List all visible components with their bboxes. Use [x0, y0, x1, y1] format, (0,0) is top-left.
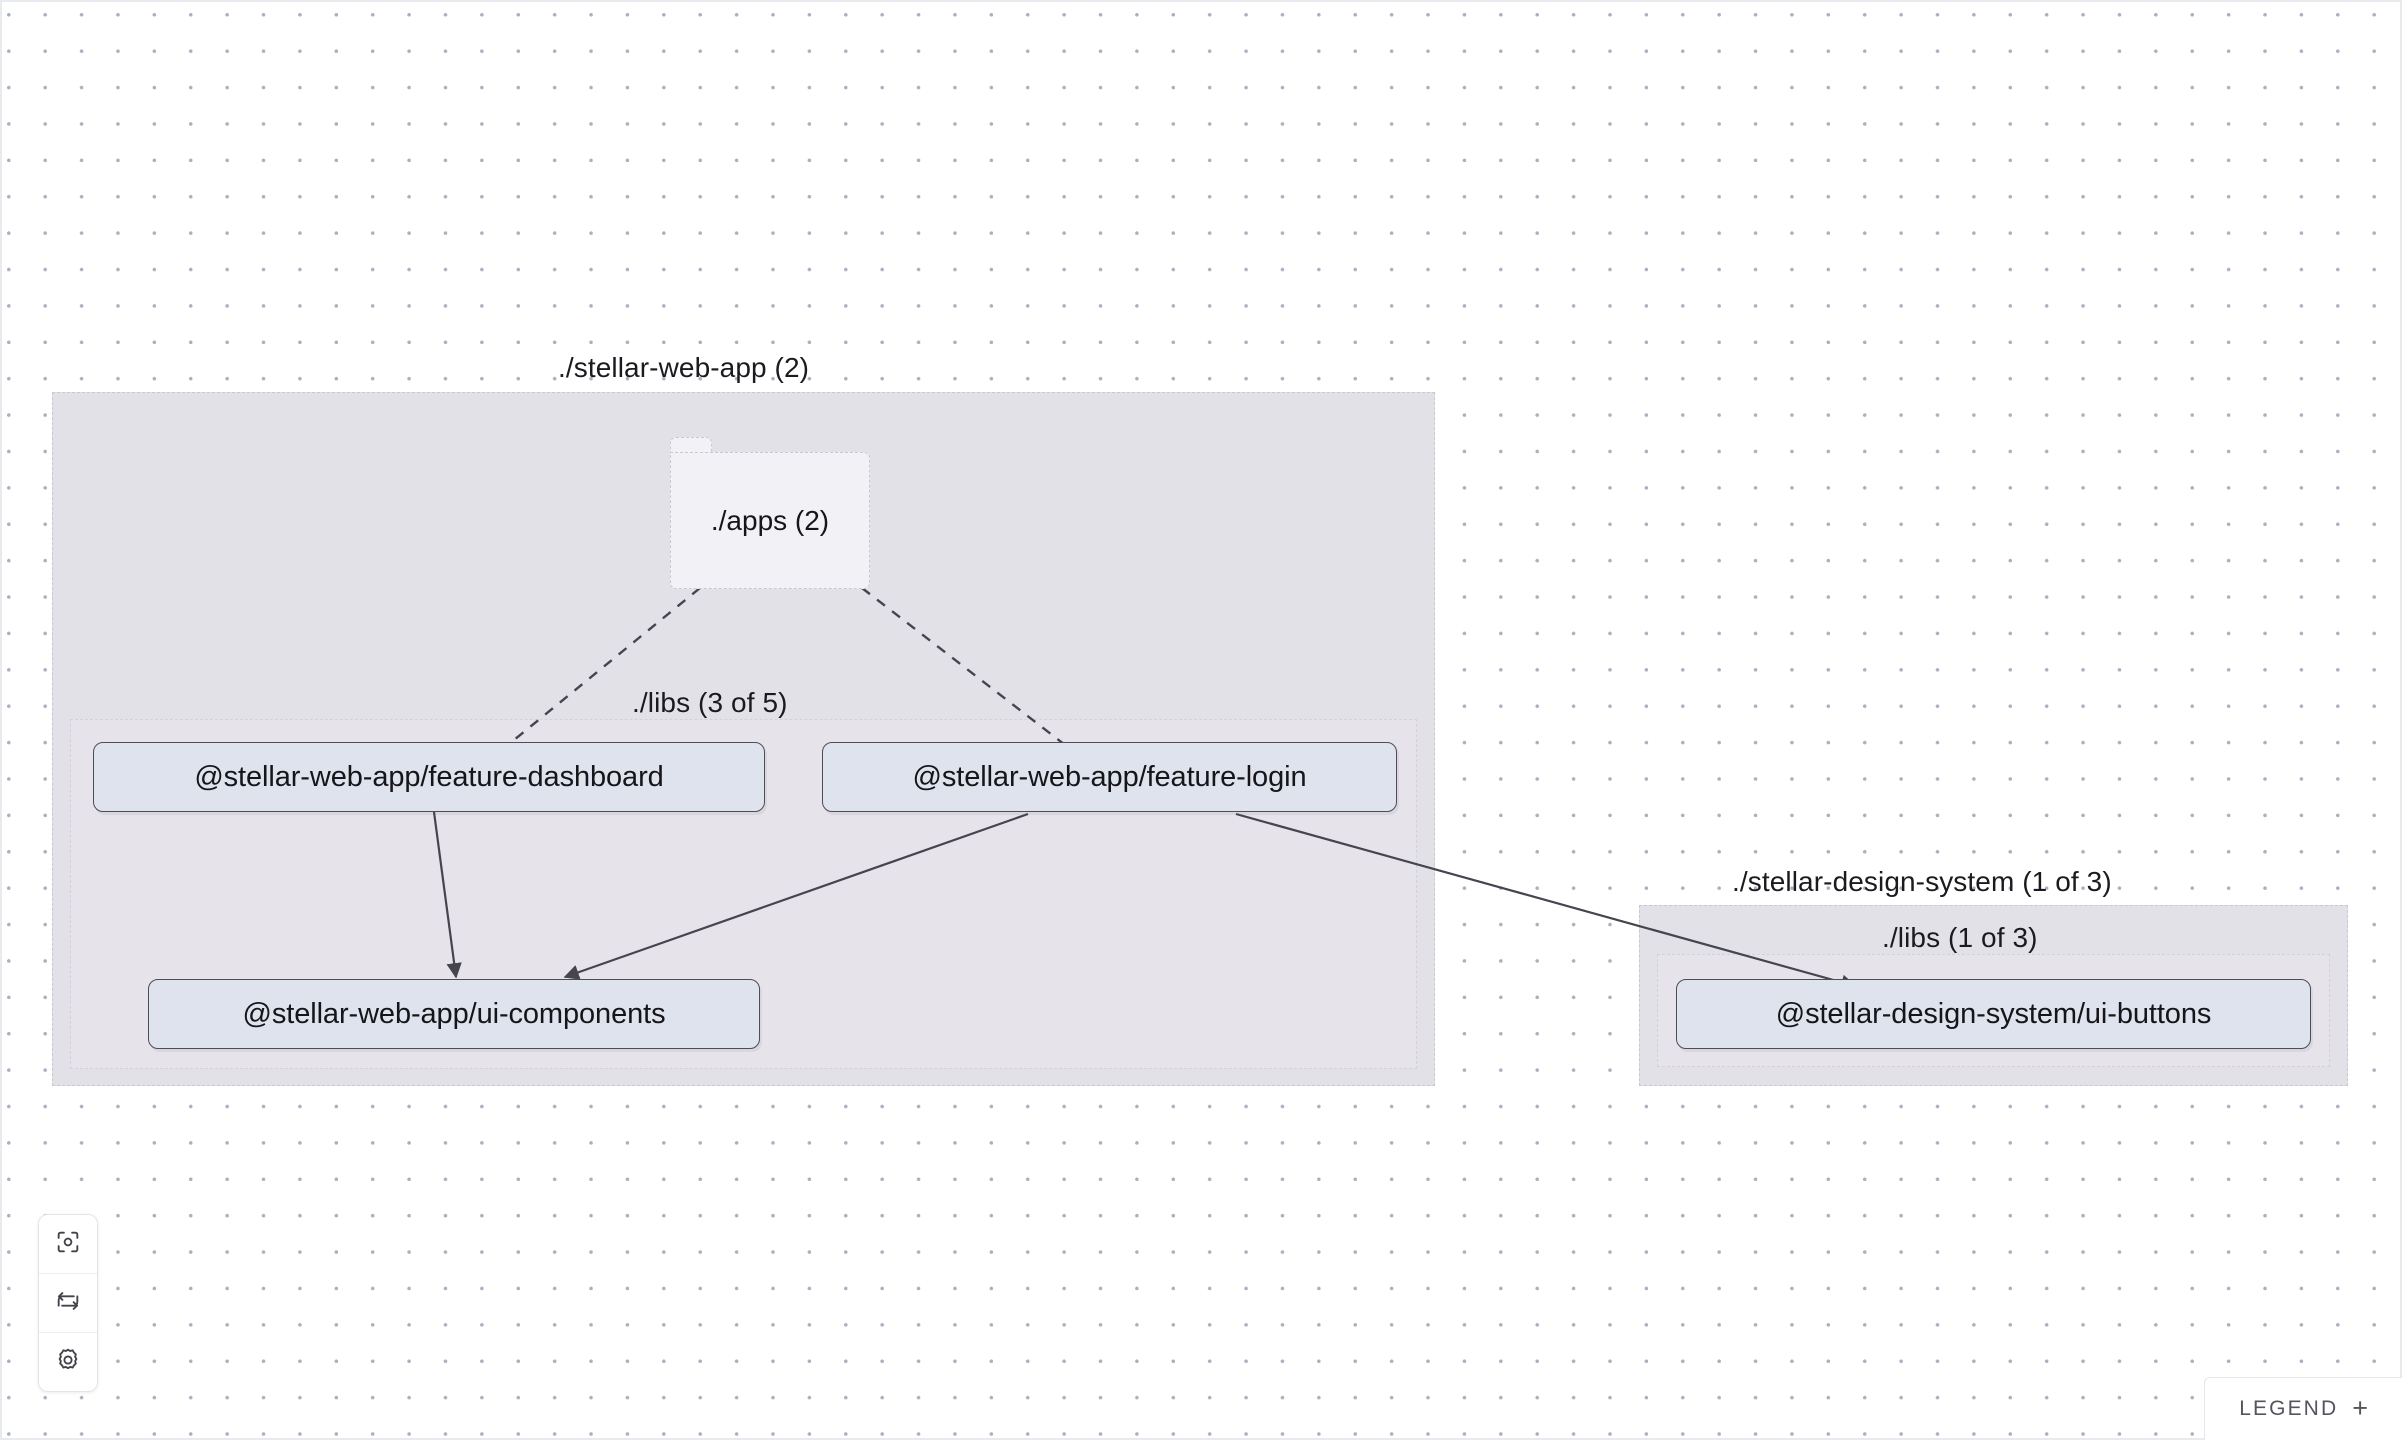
frame-border-top [0, 0, 2402, 2]
group-label-stellar-web-app: ./stellar-web-app (2) [558, 352, 810, 383]
group-label-stellar-design-system: ./stellar-design-system (1 of 3) [1732, 866, 2112, 897]
node-ui-buttons[interactable]: @stellar-design-system/ui-buttons [1676, 979, 2311, 1049]
graph-settings-button[interactable] [39, 1333, 97, 1391]
focus-target-icon [54, 1228, 82, 1261]
group-label-stellar-web-app-libs: ./libs (3 of 5) [632, 687, 788, 718]
node-feature-login[interactable]: @stellar-web-app/feature-login [822, 742, 1397, 812]
plus-icon: + [2352, 1392, 2368, 1423]
node-label: @stellar-web-app/feature-login [912, 760, 1307, 793]
folder-body: ./apps (2) [670, 452, 870, 589]
canvas-toolbar[interactable] [38, 1214, 98, 1392]
folder-node-apps[interactable]: ./apps (2) [670, 437, 870, 589]
frame-border-left [0, 0, 2, 1440]
folder-tab-icon [670, 437, 712, 453]
gear-icon [54, 1346, 82, 1379]
node-label: @stellar-web-app/ui-components [242, 997, 666, 1030]
refresh-graph-button[interactable] [39, 1274, 97, 1333]
folder-node-label: ./apps (2) [710, 504, 830, 536]
node-feature-dashboard[interactable]: @stellar-web-app/feature-dashboard [93, 742, 765, 812]
legend-label: LEGEND [2239, 1397, 2339, 1420]
node-ui-components[interactable]: @stellar-web-app/ui-components [148, 979, 760, 1049]
focus-graph-button[interactable] [39, 1215, 97, 1274]
group-label-stellar-design-system-libs: ./libs (1 of 3) [1882, 922, 2038, 953]
legend-toggle-button[interactable]: LEGEND + [2204, 1377, 2402, 1440]
node-label: @stellar-design-system/ui-buttons [1775, 997, 2212, 1030]
refresh-icon [54, 1287, 82, 1320]
node-label: @stellar-web-app/feature-dashboard [194, 760, 664, 793]
